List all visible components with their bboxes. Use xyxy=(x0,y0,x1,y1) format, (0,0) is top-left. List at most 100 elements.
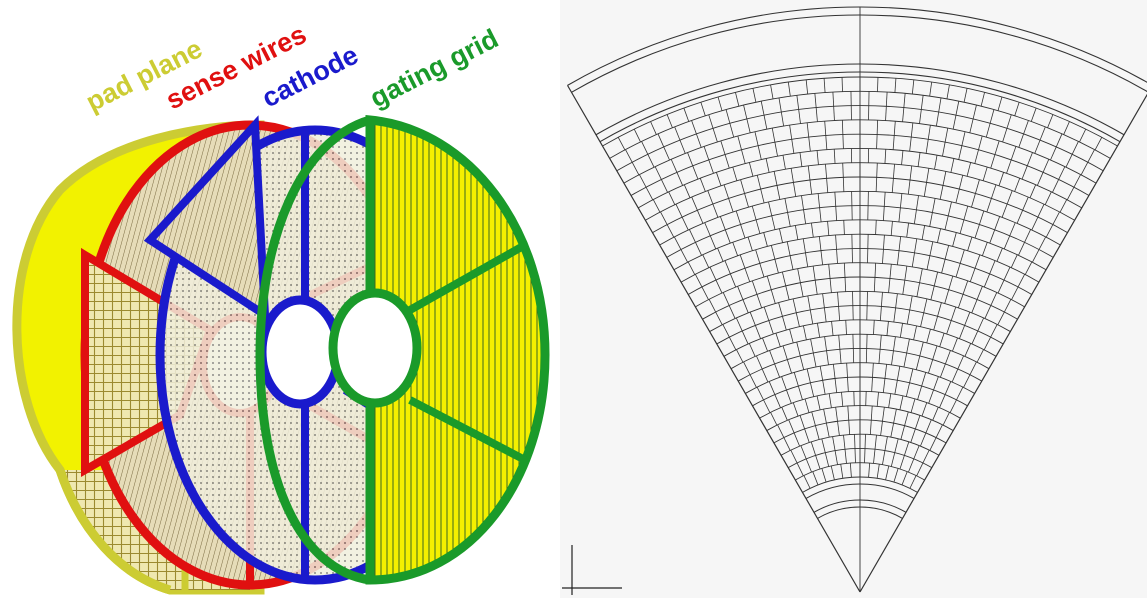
pad-cell-divider xyxy=(709,235,717,250)
pad-cell-divider xyxy=(754,325,761,339)
pad-cell-divider xyxy=(958,145,963,160)
pad-cell-divider xyxy=(811,222,814,238)
pad-cell-divider xyxy=(625,149,633,163)
pad-cell-divider xyxy=(842,163,844,178)
pad-cell-divider xyxy=(835,407,838,422)
pad-cell-divider xyxy=(926,329,931,344)
pad-cell-divider xyxy=(951,368,959,383)
pad-cell-divider xyxy=(929,437,937,451)
pad-cell-divider xyxy=(971,299,978,313)
pad-cell-divider xyxy=(1023,120,1029,135)
pad-cell-divider xyxy=(913,209,917,224)
pad-cell-divider xyxy=(1003,299,1012,313)
pad-cell-divider xyxy=(906,309,911,325)
pad-cell-divider xyxy=(1006,159,1012,174)
pad-cell-divider xyxy=(925,139,929,154)
pad-cell-divider xyxy=(998,172,1004,186)
pad-cell-divider xyxy=(755,249,761,264)
pad-cell-divider xyxy=(870,405,873,421)
pad-cell-divider xyxy=(740,224,746,239)
pad-cell-divider xyxy=(779,228,783,243)
pad-cell-divider xyxy=(775,333,781,347)
pad-cell-divider xyxy=(815,107,818,122)
pad-cell-divider xyxy=(847,377,849,392)
pad-cell-divider xyxy=(793,182,797,197)
pad-cell-divider xyxy=(756,355,763,370)
pad-cell-divider xyxy=(910,398,916,413)
pad-cell-divider xyxy=(805,458,812,473)
pad-cell-divider xyxy=(899,193,903,208)
pad-cell-divider xyxy=(906,222,909,238)
pad-cell-divider xyxy=(806,368,811,383)
pad-cell-divider xyxy=(872,363,874,378)
pad-cell-divider xyxy=(763,115,768,130)
pad-cell-divider xyxy=(749,311,756,326)
pad-cell-divider xyxy=(766,275,772,290)
pad-cell-divider xyxy=(804,398,810,413)
pad-cell-divider xyxy=(1055,133,1063,148)
pad-cell-divider xyxy=(836,249,838,264)
pad-cell-divider xyxy=(814,280,818,295)
pad-cell-divider xyxy=(708,299,717,313)
pad-cell-divider xyxy=(937,302,942,317)
pad-cell-divider xyxy=(893,307,897,323)
pad-cell-divider xyxy=(679,139,686,154)
pad-cell-divider xyxy=(874,263,877,278)
pad-cell-divider xyxy=(811,411,816,426)
pad-cell-divider xyxy=(786,241,791,256)
pad-cell-divider xyxy=(933,376,939,391)
tpc-layer-svg: pad plane sense wires cathode gating gri… xyxy=(12,19,550,595)
pad-cell-divider xyxy=(889,264,892,279)
pad-cell-divider xyxy=(666,114,673,128)
pad-cell-divider xyxy=(876,134,878,149)
pad-cell-divider xyxy=(826,178,829,193)
pad-cell-divider xyxy=(801,195,804,210)
pad-cell-divider xyxy=(901,150,904,165)
pad-cell-divider xyxy=(798,109,801,124)
pad-cell-divider xyxy=(704,222,711,236)
pad-cell-divider xyxy=(807,295,811,310)
pad-cell-divider xyxy=(986,198,992,213)
pad-cell-divider xyxy=(789,329,794,344)
pad-cell-divider xyxy=(925,419,932,434)
pad-cell-divider xyxy=(722,292,730,306)
pad-cell-divider xyxy=(701,286,709,300)
pad-cell-divider xyxy=(841,392,844,407)
pad-cell-divider xyxy=(891,178,894,193)
pad-cell-divider xyxy=(819,207,822,222)
pad-cell-divider xyxy=(695,242,702,256)
pad-cell-divider xyxy=(990,292,998,306)
pad-cell-divider xyxy=(797,385,803,400)
pad-cell-divider xyxy=(812,471,819,486)
pad-cell-divider xyxy=(725,109,731,124)
pad-cell-divider xyxy=(1003,235,1011,250)
pad-cell-divider xyxy=(821,438,826,453)
pad-cell-divider xyxy=(974,224,980,239)
pad-cell-divider xyxy=(826,350,829,365)
pad-cell-divider xyxy=(1063,121,1070,135)
pad-cell-divider xyxy=(744,193,749,208)
pad-cell-divider xyxy=(794,225,799,240)
pad-cell-divider xyxy=(894,438,899,453)
pad-cell-divider xyxy=(955,101,960,116)
pad-cell-divider xyxy=(720,140,726,155)
pad-cell-divider xyxy=(885,91,888,107)
pad-cell-divider xyxy=(906,338,910,354)
pad-cell-divider xyxy=(795,312,800,327)
pad-cell-divider xyxy=(926,168,930,183)
pad-cell-divider xyxy=(741,149,746,164)
pad-cell-divider xyxy=(809,179,813,195)
pad-cell-divider xyxy=(948,275,954,290)
pad-cell-divider xyxy=(835,234,837,250)
pad-cell-divider xyxy=(796,95,800,110)
pad-cell-divider xyxy=(835,206,838,221)
pad-cell-divider xyxy=(817,193,821,208)
pad-cell-divider xyxy=(815,455,821,470)
pad-cell-divider xyxy=(796,462,804,476)
pad-cell-divider xyxy=(997,96,1003,111)
pad-cell-divider xyxy=(994,216,1001,230)
pad-cell-divider xyxy=(875,220,877,235)
pad-cell-divider xyxy=(799,415,806,430)
pad-cell-divider xyxy=(950,158,955,173)
pad-cell-divider xyxy=(699,178,706,192)
